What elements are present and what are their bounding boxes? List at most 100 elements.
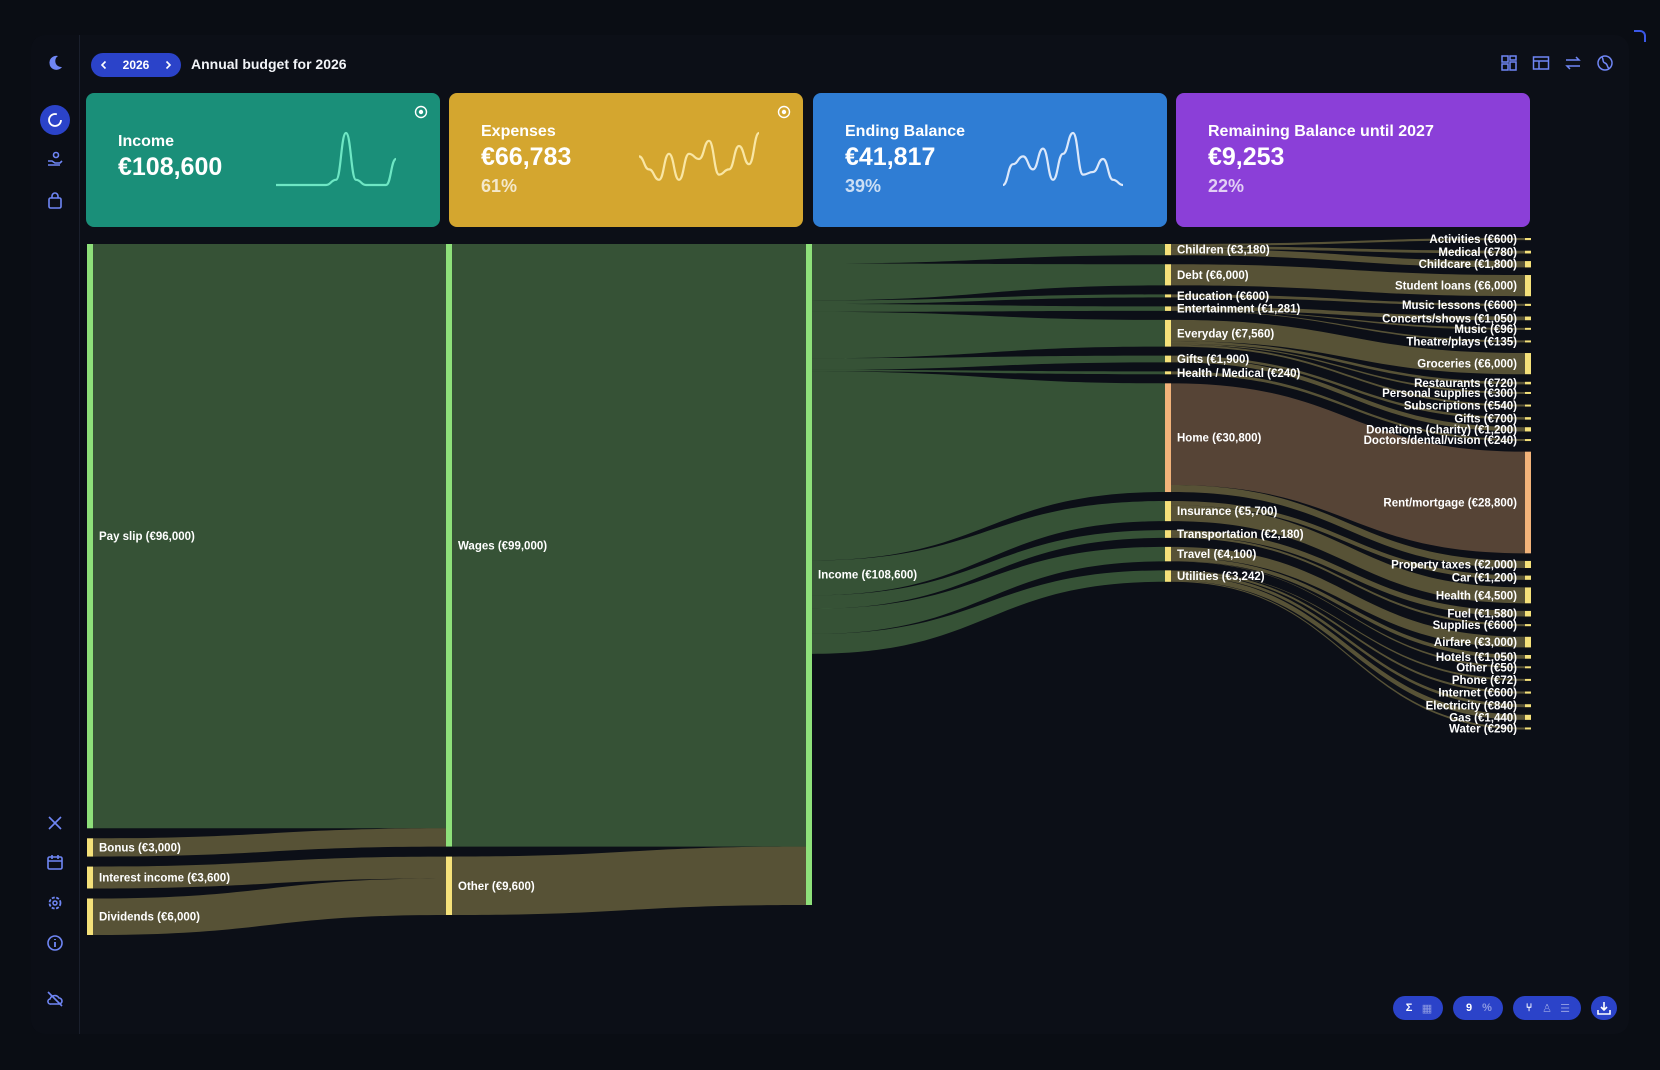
info-icon[interactable]	[43, 931, 67, 955]
link-bonus-wages[interactable]	[93, 828, 446, 857]
link-insurance-health_ins[interactable]	[1171, 505, 1525, 604]
node-payslip[interactable]	[87, 244, 93, 829]
link-everyday-subscriptions[interactable]	[1171, 344, 1525, 407]
node-music_lessons[interactable]	[1525, 303, 1531, 306]
node-car[interactable]	[1525, 575, 1531, 580]
node-utilities[interactable]	[1165, 570, 1171, 582]
node-travel[interactable]	[1165, 546, 1171, 562]
node-health_ins[interactable]	[1525, 587, 1531, 604]
node-insurance[interactable]	[1165, 501, 1171, 522]
node-debt[interactable]	[1165, 264, 1171, 286]
sum-toggle[interactable]: Σ ▦	[1393, 996, 1443, 1020]
node-doctors[interactable]	[1525, 439, 1531, 442]
link-transportation-fuel[interactable]	[1171, 530, 1525, 617]
link-gifts-donations[interactable]	[1171, 358, 1525, 432]
target-icon[interactable]	[414, 105, 428, 119]
node-theatre[interactable]	[1525, 340, 1531, 343]
link-children-medical[interactable]	[1171, 246, 1525, 254]
link-health-doctors[interactable]	[1171, 371, 1525, 442]
node-health[interactable]	[1165, 371, 1171, 375]
node-interest[interactable]	[87, 866, 93, 889]
link-income-insurance[interactable]	[812, 501, 1165, 596]
node-other_travel[interactable]	[1525, 666, 1531, 669]
dashboard-icon[interactable]	[40, 105, 70, 135]
node-gifts2[interactable]	[1525, 417, 1531, 420]
link-entertainment-theatre[interactable]	[1171, 310, 1525, 343]
globe-icon[interactable]	[1595, 53, 1615, 73]
link-income-transportation[interactable]	[812, 530, 1165, 609]
link-gifts-gifts2[interactable]	[1171, 355, 1525, 420]
node-medical[interactable]	[1525, 250, 1531, 254]
link-income-gifts[interactable]	[812, 355, 1165, 370]
node-phone[interactable]	[1525, 678, 1531, 681]
link-travel-airfare[interactable]	[1171, 546, 1525, 648]
node-music[interactable]	[1525, 327, 1531, 330]
download-button[interactable]	[1591, 996, 1617, 1020]
link-home-rent[interactable]	[1171, 383, 1525, 554]
node-education[interactable]	[1165, 294, 1171, 298]
link-income-utilities[interactable]	[812, 570, 1165, 654]
link-children-activities[interactable]	[1171, 238, 1525, 247]
node-gas[interactable]	[1525, 714, 1531, 720]
node-children[interactable]	[1165, 244, 1171, 256]
link-income-debt[interactable]	[812, 263, 1165, 301]
link-utilities-gas[interactable]	[1171, 575, 1525, 720]
link-income-children[interactable]	[812, 244, 1165, 264]
node-subscriptions[interactable]	[1525, 404, 1531, 407]
calendar-icon[interactable]	[43, 850, 67, 874]
node-childcare[interactable]	[1525, 261, 1531, 268]
link-travel-hotels[interactable]	[1171, 557, 1525, 659]
cloud-off-icon[interactable]	[43, 987, 67, 1011]
node-personal[interactable]	[1525, 391, 1531, 394]
node-water[interactable]	[1525, 727, 1531, 730]
link-payslip-wages[interactable]	[93, 244, 446, 829]
node-fuel[interactable]	[1525, 610, 1531, 617]
link-debt-studentloans[interactable]	[1171, 264, 1525, 297]
link-entertainment-music[interactable]	[1171, 310, 1525, 330]
node-wages[interactable]	[446, 244, 452, 847]
link-transportation-supplies[interactable]	[1171, 535, 1525, 627]
link-income-home[interactable]	[812, 371, 1165, 561]
link-income-everyday[interactable]	[812, 311, 1165, 359]
chevron-left-icon[interactable]	[97, 58, 111, 72]
chevron-right-icon[interactable]	[161, 58, 175, 72]
node-airfare[interactable]	[1525, 636, 1531, 648]
link-dividends-other[interactable]	[93, 878, 446, 935]
link-utilities-internet[interactable]	[1171, 570, 1525, 694]
node-other[interactable]	[446, 856, 452, 915]
link-interest-other[interactable]	[93, 856, 446, 889]
settings-icon[interactable]	[43, 891, 67, 915]
link-utilities-phone[interactable]	[1171, 570, 1525, 681]
link-wages-income[interactable]	[452, 244, 806, 847]
link-income-entertainment[interactable]	[812, 304, 1165, 312]
link-children-childcare[interactable]	[1171, 248, 1525, 268]
table-view-icon[interactable]	[1531, 53, 1551, 73]
income-hand-icon[interactable]	[43, 147, 67, 171]
node-entertainment[interactable]	[1165, 306, 1171, 311]
link-everyday-groceries[interactable]	[1171, 319, 1525, 375]
swap-icon[interactable]	[1563, 53, 1583, 73]
node-concerts[interactable]	[1525, 316, 1531, 321]
node-donations[interactable]	[1525, 427, 1531, 432]
card-income[interactable]: Income€108,600	[86, 93, 440, 227]
node-home[interactable]	[1165, 383, 1171, 493]
node-restaurants[interactable]	[1525, 381, 1531, 385]
target-icon[interactable]	[777, 105, 791, 119]
shopping-bag-icon[interactable]	[43, 189, 67, 213]
node-bonus[interactable]	[87, 838, 93, 857]
node-activities[interactable]	[1525, 238, 1531, 241]
number-format-toggle[interactable]: 9 %	[1453, 996, 1503, 1020]
node-studentloans[interactable]	[1525, 275, 1531, 297]
link-everyday-restaurants[interactable]	[1171, 341, 1525, 385]
link-income-travel[interactable]	[812, 546, 1165, 634]
link-utilities-water[interactable]	[1171, 580, 1525, 730]
layout-toggle[interactable]: ⑂ ♙ ☰	[1513, 996, 1581, 1020]
link-travel-other_travel[interactable]	[1171, 561, 1525, 669]
link-income-education[interactable]	[812, 294, 1165, 305]
node-groceries[interactable]	[1525, 353, 1531, 375]
node-dividends[interactable]	[87, 898, 93, 935]
link-insurance-car[interactable]	[1171, 501, 1525, 580]
moon-icon[interactable]	[43, 51, 67, 75]
